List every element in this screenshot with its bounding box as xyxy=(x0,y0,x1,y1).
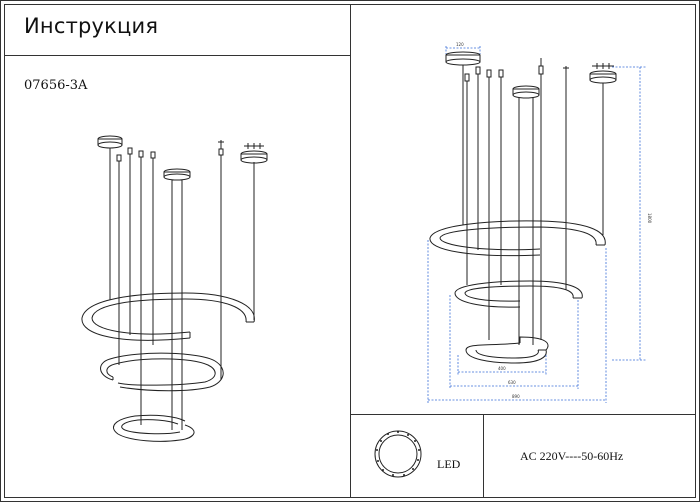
dim-ring-small: 400 xyxy=(498,366,506,371)
dim-ring-large: 890 xyxy=(512,394,520,399)
dim-ring-medium: 630 xyxy=(508,380,516,385)
led-label: LED xyxy=(437,457,461,471)
model-number: 07656-3A xyxy=(24,78,88,93)
dim-height: 1800 xyxy=(647,213,652,224)
page-title: Инструкция xyxy=(24,14,159,38)
power-cell xyxy=(483,414,696,498)
power-spec: AC 220V----50-60Hz xyxy=(520,449,624,463)
dim-canopy-width: 120 xyxy=(456,42,464,47)
